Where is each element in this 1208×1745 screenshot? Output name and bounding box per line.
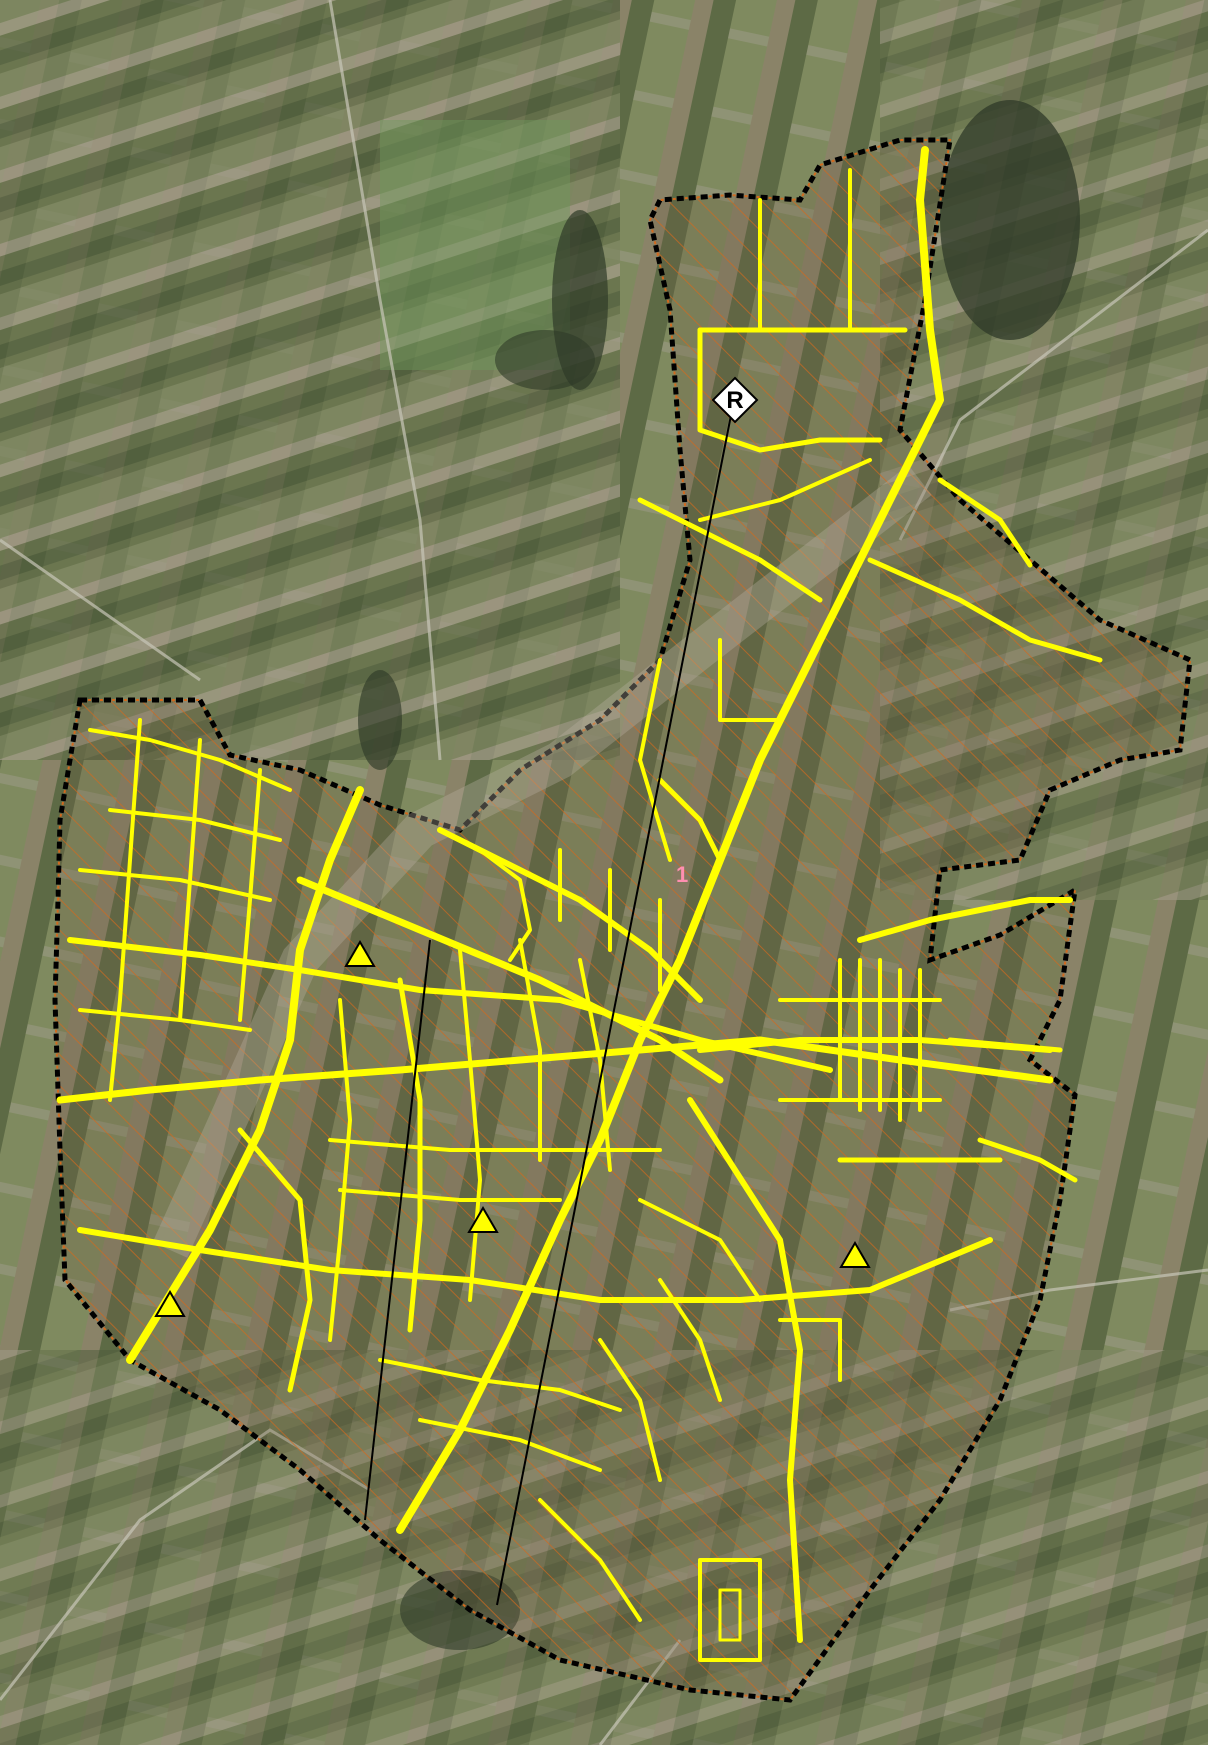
network-line	[637, 497, 823, 603]
network-line	[718, 1588, 742, 1642]
network-line	[396, 146, 944, 1534]
zone-area[interactable]	[52, 137, 1193, 1703]
network-line	[237, 1127, 313, 1393]
triangle-icon[interactable]	[344, 940, 376, 967]
network-line	[78, 1008, 252, 1032]
network-line	[638, 658, 672, 862]
network-line	[296, 876, 724, 1084]
network-line	[657, 777, 723, 863]
network-line	[698, 458, 872, 522]
network-line	[328, 998, 352, 1342]
network-line	[178, 738, 202, 1022]
railway-corridor	[152, 464, 932, 1258]
network-line	[78, 868, 272, 902]
network-line	[698, 1558, 762, 1662]
transect-line-west	[364, 939, 431, 1521]
network-line	[478, 848, 532, 962]
reference-station-marker[interactable]: R	[711, 376, 759, 424]
network-line	[658, 1278, 722, 1402]
network-line	[328, 1138, 662, 1152]
network-line	[77, 1227, 993, 1303]
network-line	[687, 1097, 803, 1643]
network-line	[56, 1036, 1054, 1104]
network-line	[857, 897, 1073, 943]
transect-line-east	[496, 404, 734, 1606]
network-line	[638, 1198, 762, 1302]
network-lines	[56, 146, 1103, 1662]
network-line	[378, 1358, 622, 1412]
network-line	[238, 768, 262, 1022]
reference-station-label: R	[726, 387, 743, 414]
transect-lines	[364, 404, 734, 1606]
network-line	[718, 638, 782, 722]
network-line	[867, 557, 1103, 663]
diamond-icon	[711, 376, 759, 424]
triangle-icon[interactable]	[154, 1290, 186, 1317]
network-line	[88, 728, 292, 792]
network-line	[778, 1318, 842, 1382]
network-line	[397, 977, 423, 1333]
network-line	[538, 1498, 642, 1622]
zone-boundary	[52, 137, 1193, 1703]
network-line	[937, 477, 1033, 568]
network-line	[697, 327, 883, 453]
network-line	[108, 718, 142, 1102]
network-line	[947, 1037, 1063, 1053]
network-line	[67, 937, 833, 1073]
triangle-icon[interactable]	[839, 1241, 871, 1268]
network-line	[126, 786, 364, 1364]
network-line	[977, 1137, 1078, 1183]
network-line	[458, 948, 482, 1302]
network-line	[518, 938, 542, 1162]
network-line	[338, 1188, 562, 1202]
network-line	[578, 958, 612, 1172]
network-line	[598, 1338, 662, 1482]
measurement-points	[154, 940, 871, 1317]
triangle-icon[interactable]	[467, 1206, 499, 1233]
network-line	[418, 1418, 602, 1472]
zone-boundary-accent	[53, 139, 1192, 1702]
zone-number-label: 1	[676, 862, 688, 887]
